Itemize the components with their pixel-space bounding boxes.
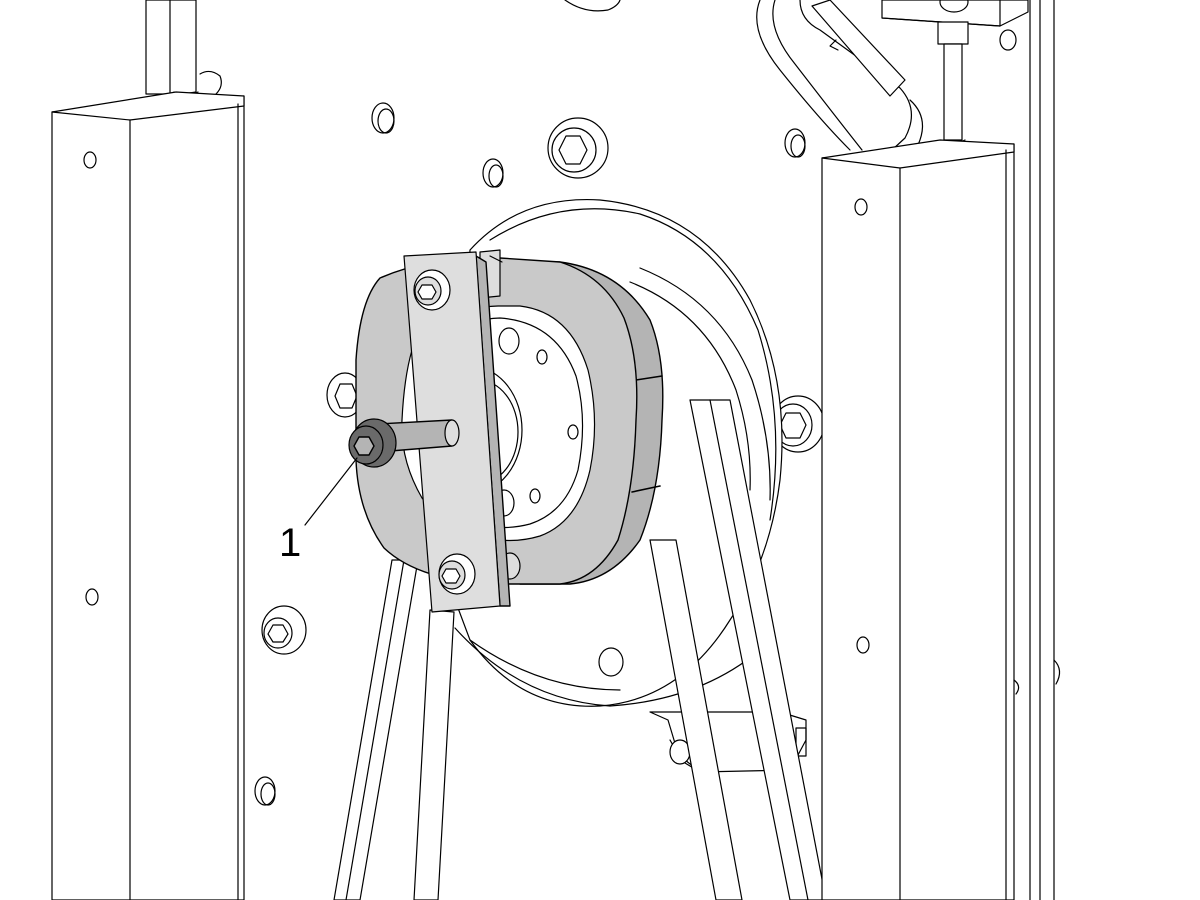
top-bracket	[756, 0, 1029, 151]
callout-1: 1	[279, 457, 358, 565]
right-column	[821, 0, 1061, 900]
callout-label: 1	[279, 521, 301, 565]
locking-tool	[355, 249, 664, 585]
drive-belt	[333, 267, 827, 900]
left-column	[51, 0, 245, 900]
screw	[348, 418, 460, 468]
callout-leader-line	[304, 457, 358, 526]
mounting-plate	[199, 0, 1017, 806]
